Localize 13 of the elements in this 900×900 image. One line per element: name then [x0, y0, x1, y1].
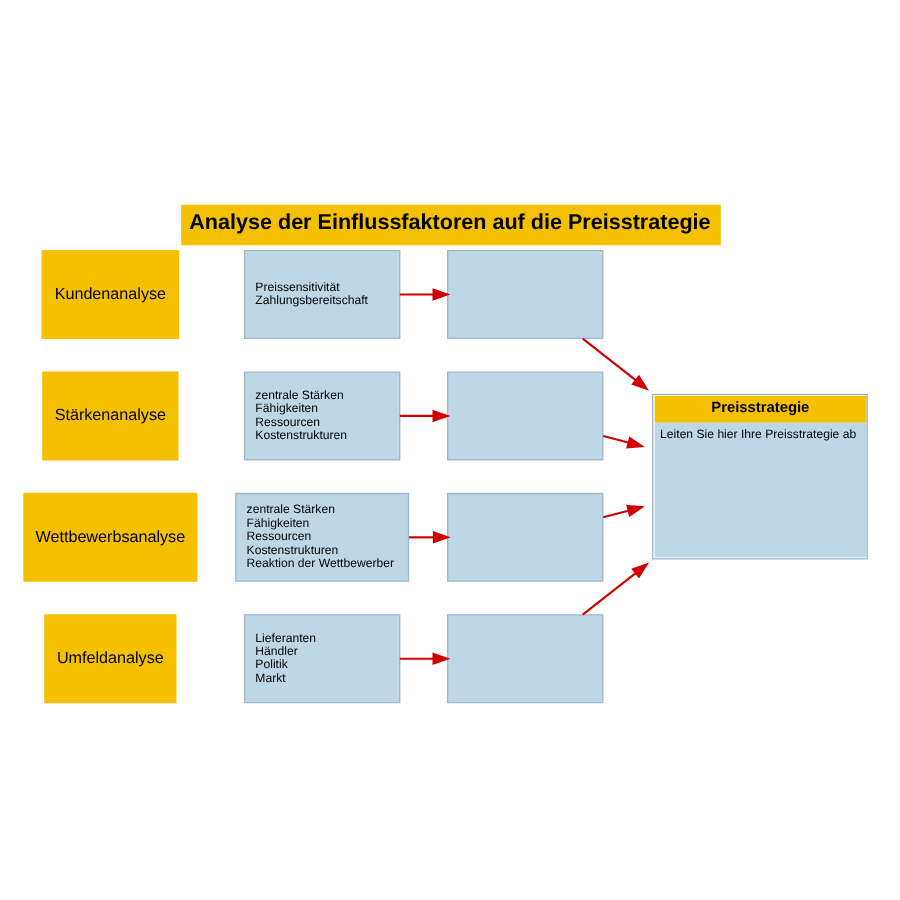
- arrow: [581, 561, 649, 615]
- node-box: [445, 249, 603, 339]
- arrow: [398, 408, 450, 422]
- node-box: [445, 613, 603, 703]
- arrow: [398, 651, 450, 664]
- arrow: [601, 503, 644, 518]
- diagram-title: Analyse der Einflussfaktoren auf die Preisstrategie: [188, 209, 710, 234]
- node-box: [445, 491, 603, 581]
- arrow: [581, 336, 649, 390]
- arrow: [601, 433, 644, 448]
- arrow: [398, 287, 450, 300]
- node-box: [445, 370, 603, 460]
- arrow: [408, 530, 450, 543]
